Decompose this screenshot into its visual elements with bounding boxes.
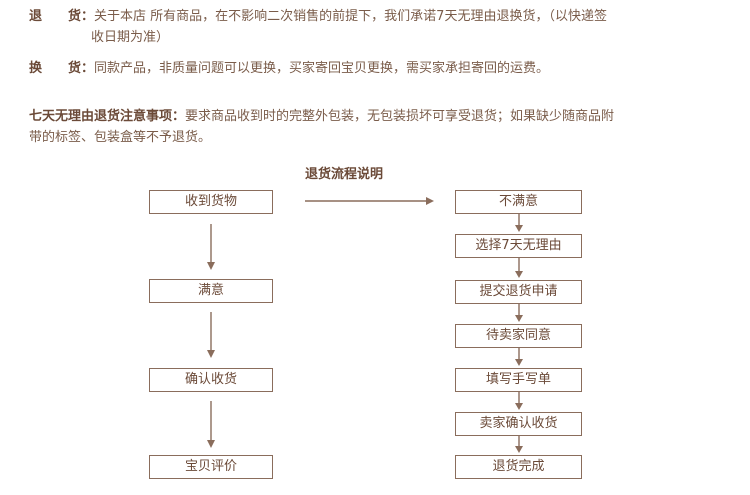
step-review: 宝贝评价 — [149, 455, 273, 479]
exchange-text: 同款产品，非质量问题可以更换，买家寄回宝贝更换，需买家承担寄回的运费。 — [94, 61, 550, 76]
notice-label: 七天无理由退货注意事项： — [29, 109, 186, 124]
step-return-complete: 退货完成 — [455, 455, 582, 479]
flow-title: 退货流程说明 — [305, 167, 384, 182]
arrow-down — [207, 401, 215, 448]
return-text: 关于本店 所有商品，在不影响二次销售的前提下，我们承诺7天无理由退换货，（以快递… — [94, 9, 607, 24]
arrow-down — [207, 312, 215, 358]
return-policy: 退货：关于本店 所有商品，在不影响二次销售的前提下，我们承诺7天无理由退换货，（… — [29, 6, 719, 48]
exchange-policy: 换货：同款产品，非质量问题可以更换，买家寄回宝贝更换，需买家承担寄回的运费。 — [29, 58, 719, 79]
step-submit-request: 提交退货申请 — [455, 280, 582, 304]
step-choose-7day: 选择7天无理由 — [455, 234, 582, 258]
step-satisfied: 满意 — [149, 279, 273, 303]
arrow-right — [305, 197, 434, 205]
arrow-down — [515, 214, 523, 232]
step-unsatisfied: 不满意 — [455, 190, 582, 214]
step-await-approval: 待卖家同意 — [455, 324, 582, 348]
step-received-goods: 收到货物 — [149, 190, 273, 214]
step-confirm-receipt: 确认收货 — [149, 368, 273, 392]
return-label: 退货： — [29, 9, 95, 24]
arrow-down — [515, 304, 523, 322]
step-seller-confirm: 卖家确认收货 — [455, 412, 582, 436]
arrow-down — [207, 224, 215, 270]
arrow-down — [515, 258, 523, 278]
step-fill-form: 填写手写单 — [455, 368, 582, 392]
return-notice: 七天无理由退货注意事项：要求商品收到时的完整外包装，无包装损坏可享受退货；如果缺… — [29, 106, 729, 148]
notice-text-cont: 带的标签、包装盒等不予退货。 — [29, 130, 212, 145]
return-text-cont: 收日期为准） — [91, 30, 170, 45]
arrow-down — [515, 348, 523, 366]
arrow-down — [515, 436, 523, 453]
notice-text: 要求商品收到时的完整外包装，无包装损坏可享受退货；如果缺少随商品附 — [185, 109, 615, 124]
arrow-down — [515, 392, 523, 410]
exchange-label: 换货： — [29, 61, 95, 76]
